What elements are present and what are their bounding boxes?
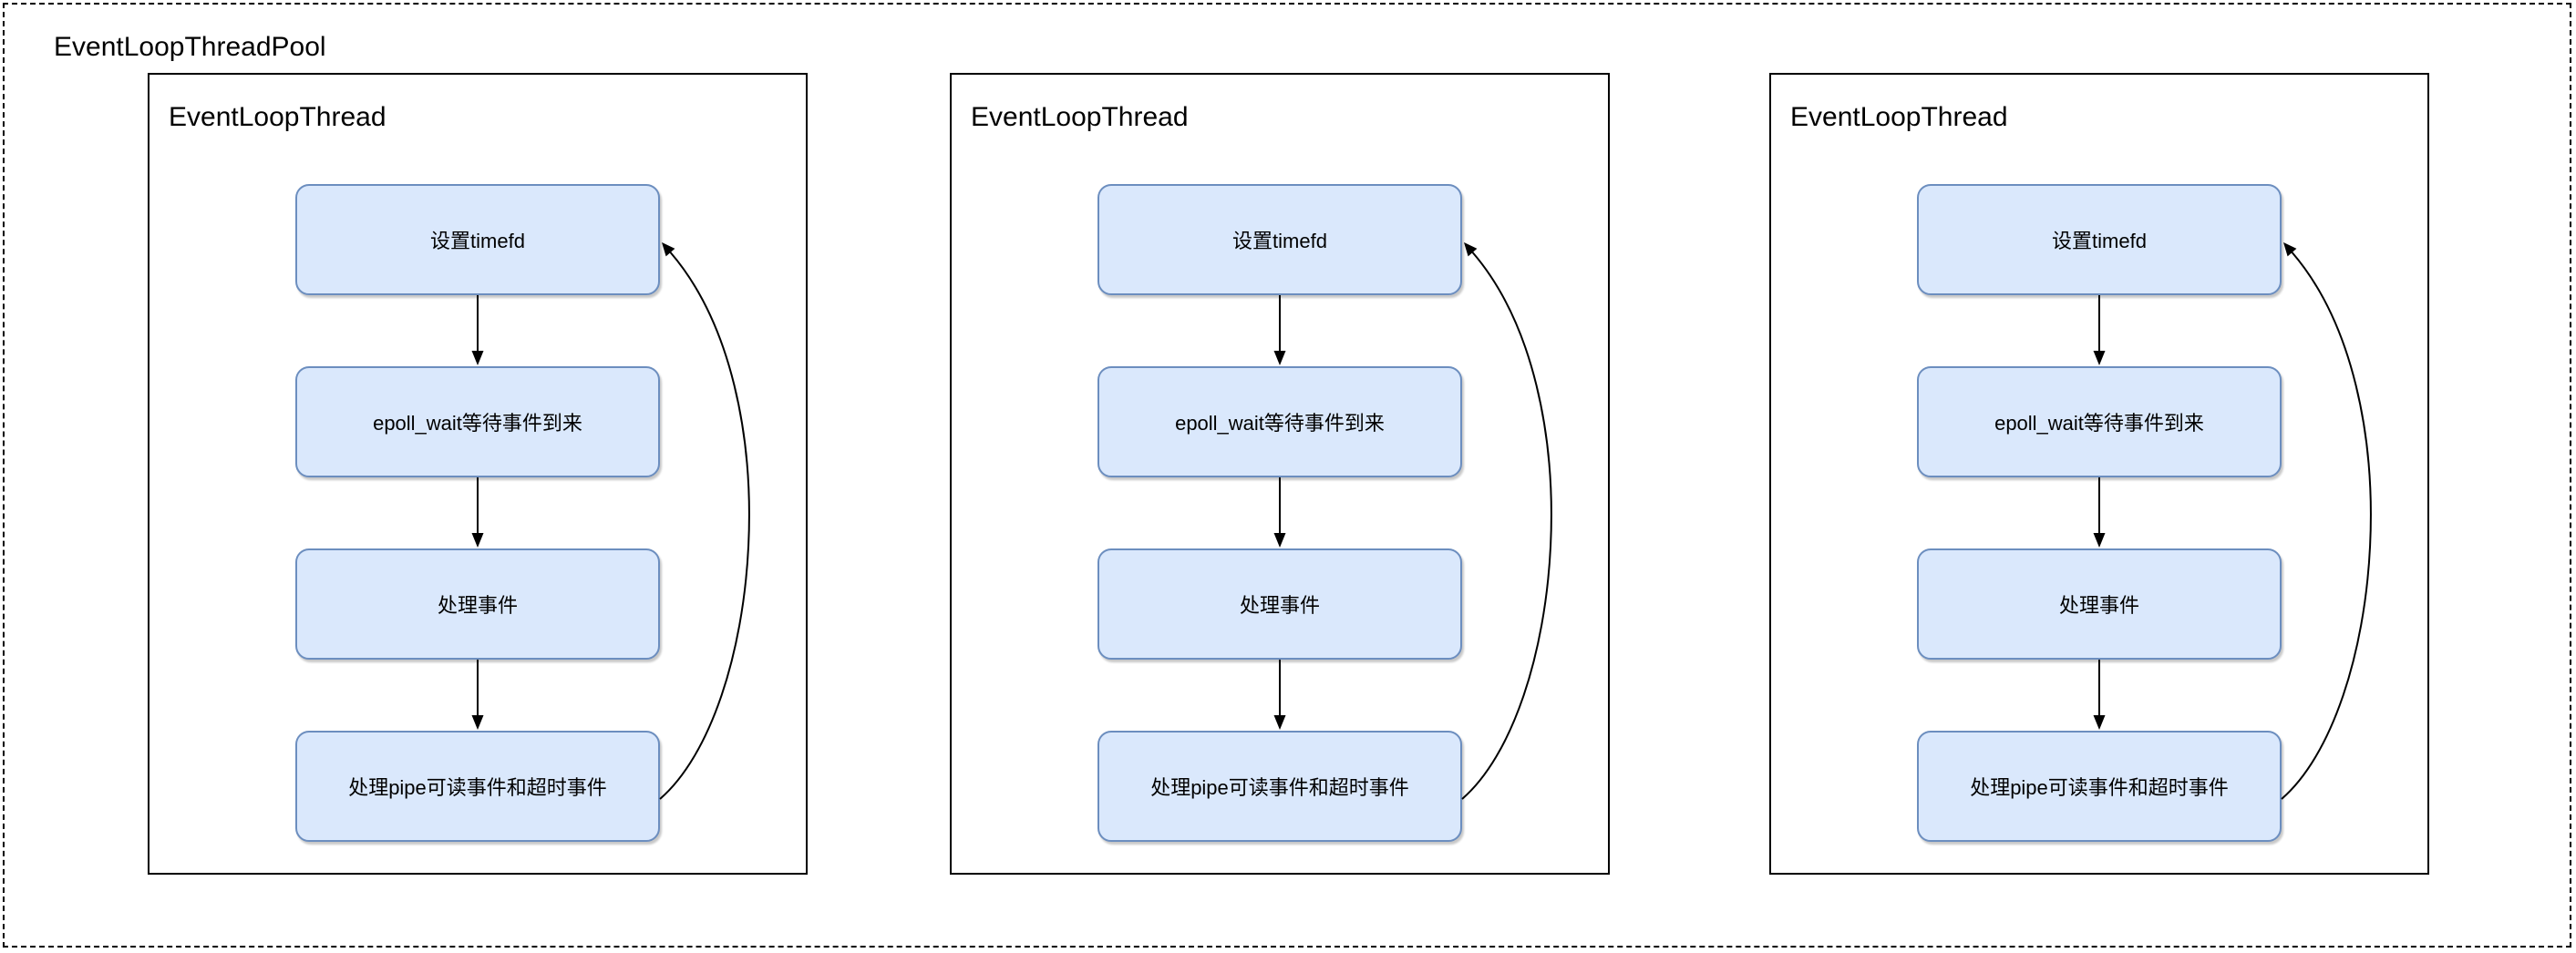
arrow-step1-to-step2 bbox=[2093, 295, 2106, 365]
event-loop-thread-panel: EventLoopThread 设置timefd epoll_wait等待事件到… bbox=[950, 73, 1610, 875]
arrow-step1-to-step2 bbox=[1273, 295, 1286, 365]
flow-node-set-timerfd: 设置timefd bbox=[295, 184, 660, 295]
flow-node-label: 设置timefd bbox=[2052, 230, 2147, 252]
flow-node-handle-events: 处理事件 bbox=[1917, 548, 2282, 660]
flow-node-label: epoll_wait等待事件到来 bbox=[1994, 412, 2204, 435]
flow-node-label: 处理事件 bbox=[437, 594, 518, 617]
loop-back-arrow bbox=[659, 242, 750, 800]
flow-node-label: 处理pipe可读事件和超时事件 bbox=[1150, 776, 1409, 799]
loop-back-arrow bbox=[1461, 242, 1552, 800]
flow-node-set-timerfd: 设置timefd bbox=[1097, 184, 1462, 295]
loop-back-arrow bbox=[2281, 242, 2372, 800]
flow-node-handle-events: 处理事件 bbox=[1097, 548, 1462, 660]
pool-title: EventLoopThreadPool bbox=[54, 32, 326, 62]
flow-node-label: 处理pipe可读事件和超时事件 bbox=[348, 776, 607, 799]
flow-node-label: 设置timefd bbox=[430, 230, 525, 252]
arrow-step2-to-step3 bbox=[1273, 477, 1286, 548]
flow-node-label: 设置timefd bbox=[1232, 230, 1327, 252]
arrow-step1-to-step2 bbox=[471, 295, 484, 365]
thread-title: EventLoopThread bbox=[169, 102, 386, 132]
flow-node-handle-events: 处理事件 bbox=[295, 548, 660, 660]
flow-node-label: epoll_wait等待事件到来 bbox=[1175, 412, 1385, 435]
flow-node-label: 处理pipe可读事件和超时事件 bbox=[1970, 776, 2229, 799]
event-loop-thread-panel: EventLoopThread 设置timefd epoll_wait等待事件到… bbox=[148, 73, 808, 875]
thread-title: EventLoopThread bbox=[1790, 102, 2008, 132]
flow-node-handle-pipe-timeout: 处理pipe可读事件和超时事件 bbox=[1097, 731, 1462, 842]
flow-node-label: epoll_wait等待事件到来 bbox=[373, 412, 582, 435]
thread-title: EventLoopThread bbox=[971, 102, 1189, 132]
arrow-step2-to-step3 bbox=[2093, 477, 2106, 548]
flow-node-epoll-wait: epoll_wait等待事件到来 bbox=[295, 366, 660, 477]
flow-node-handle-pipe-timeout: 处理pipe可读事件和超时事件 bbox=[1917, 731, 2282, 842]
flow-node-set-timerfd: 设置timefd bbox=[1917, 184, 2282, 295]
flow-node-epoll-wait: epoll_wait等待事件到来 bbox=[1097, 366, 1462, 477]
arrow-step2-to-step3 bbox=[471, 477, 484, 548]
arrow-step3-to-step4 bbox=[1273, 660, 1286, 730]
flow-node-label: 处理事件 bbox=[2058, 594, 2139, 617]
flow-node-handle-pipe-timeout: 处理pipe可读事件和超时事件 bbox=[295, 731, 660, 842]
flow-node-label: 处理事件 bbox=[1239, 594, 1320, 617]
event-loop-thread-panel: EventLoopThread 设置timefd epoll_wait等待事件到… bbox=[1769, 73, 2429, 875]
arrow-step3-to-step4 bbox=[471, 660, 484, 730]
flow-node-epoll-wait: epoll_wait等待事件到来 bbox=[1917, 366, 2282, 477]
arrow-step3-to-step4 bbox=[2093, 660, 2106, 730]
